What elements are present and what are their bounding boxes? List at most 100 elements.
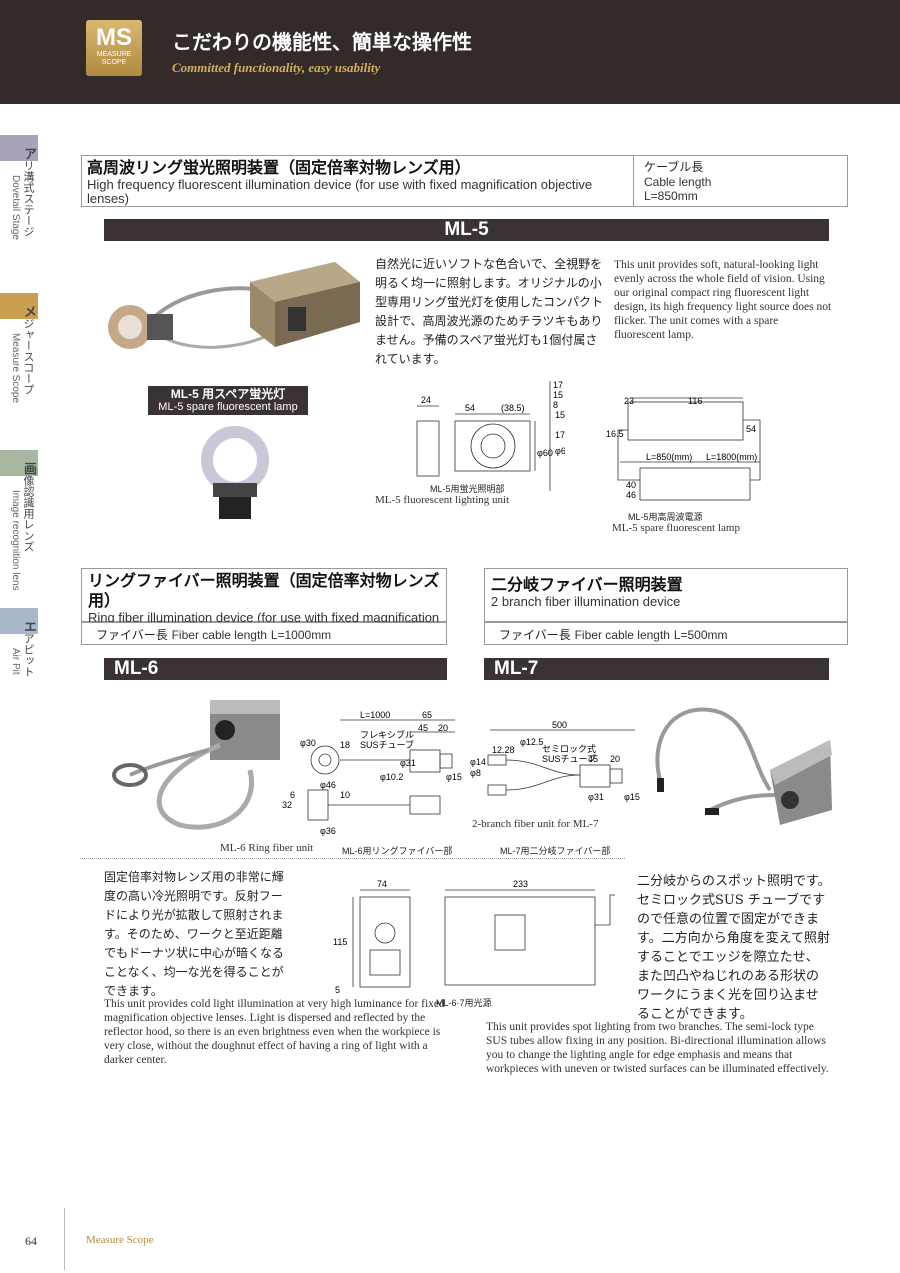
sidebar-tab-color xyxy=(0,293,38,319)
ml7-unit-caption: 2-branch fiber unit for ML-7 xyxy=(472,818,599,830)
ml6-dim-d30: φ30 xyxy=(300,738,316,748)
ml6-photo-caption: ML-6 Ring fiber unit xyxy=(220,842,314,854)
sidebar-label-jp: ジャースコープ xyxy=(22,318,35,395)
ml6-dim-l1000: L=1000 xyxy=(360,710,390,720)
ml7-dim-12-28: 12.28 xyxy=(492,745,515,755)
spare-lamp-photo xyxy=(201,426,269,519)
ml6-dim-6: 6 xyxy=(290,790,295,800)
ml5-dim-54b: 54 xyxy=(746,424,756,434)
footer-divider xyxy=(64,1208,65,1270)
ml6-cable-en: Fiber cable length xyxy=(171,628,267,642)
ml7-dim-500: 500 xyxy=(552,720,567,730)
logo-sub-2: SCOPE xyxy=(101,59,127,66)
ml5-spare-jp: ML-5 用スペア蛍光灯 xyxy=(170,387,286,401)
ml7-fiber-caption: ML-7用二分岐ファイバー部 xyxy=(500,846,611,856)
ml6-title-box: リングファイバー照明装置（固定倍率対物レンズ用） Ring fiber illu… xyxy=(81,568,447,639)
ml6-dim-d31: φ31 xyxy=(400,758,416,768)
source-dim-5: 5 xyxy=(335,985,340,995)
ml6-description-jp: 固定倍率対物レンズ用の非常に輝度の高い冷光照明です。反射フードにより光が拡散して… xyxy=(104,870,285,998)
logo-sub-1: MEASURE xyxy=(96,51,132,58)
sidebar-tab-color xyxy=(0,450,38,476)
ml5-product-photo xyxy=(108,262,360,349)
ml7-dim-45: 45 xyxy=(588,754,598,764)
ml5-power-caption-en: ML-5 spare fluorescent lamp xyxy=(612,522,740,534)
ml6-product-photo xyxy=(112,700,280,830)
source-dim-233: 233 xyxy=(513,879,528,889)
ml6-cable-jp: ファイバー長 xyxy=(96,628,168,642)
ml5-dim-17b: 17 xyxy=(555,430,565,440)
ml5-dim-46: 46 xyxy=(626,490,636,500)
ml7-cable-value: L=500mm xyxy=(673,628,728,642)
ml6-dim-d10-2: φ10.2 xyxy=(380,772,403,782)
ml5-power-supply-drawing: 23 116 16.5 54 L=850(mm) L=1800(mm) 40 4… xyxy=(606,396,761,501)
sidebar-initial: エ xyxy=(21,620,36,633)
ml6-dim-20: 20 xyxy=(438,723,448,733)
sidebar-label-en: Air Pit xyxy=(10,648,21,675)
ml7-title-box: 二分岐ファイバー照明装置 2 branch fiber illumination… xyxy=(484,568,848,622)
sidebar-tab-measure-scope[interactable]: メジャースコープ Measure Scope xyxy=(0,293,38,423)
source-dim-74: 74 xyxy=(377,879,387,889)
ml5-model-bar: ML-5 xyxy=(104,219,829,241)
ml5-power-caption-jp: ML-5用高周波電源 xyxy=(628,512,703,522)
sidebar-initial: メ xyxy=(21,305,36,318)
sidebar-tab-dovetail-stage[interactable]: アリ溝式ステージ Dovetail Stage xyxy=(0,135,38,255)
ml6-dim-18: 18 xyxy=(340,740,350,750)
ml7-dim-d8: φ8 xyxy=(470,768,481,778)
sidebar-label-en: Measure Scope xyxy=(10,333,21,404)
ml6-description-en: This unit provides cold light illuminati… xyxy=(104,998,445,1066)
ml5-dim-40: 40 xyxy=(626,480,636,490)
ml7-cable-jp: ファイバー長 xyxy=(499,628,571,642)
ml6-cable-box: ファイバー長 Fiber cable length L=1000mm xyxy=(81,622,447,645)
ml5-title-jp: 高周波リング蛍光照明装置（固定倍率対物レンズ用） xyxy=(87,158,471,177)
ml7-dim-d31: φ31 xyxy=(588,792,604,802)
ml5-unit-caption-en: ML-5 fluorescent lighting unit xyxy=(375,494,510,506)
ml5-description-en: This unit provides soft, natural-looking… xyxy=(614,259,832,341)
ml5-dim-l1800: L=1800(mm) xyxy=(706,452,757,462)
light-source-caption: ML-6·7用光源 xyxy=(436,998,492,1008)
ml7-dim-d12-5: φ12.5 xyxy=(520,737,543,747)
ml7-product-photo xyxy=(655,707,832,825)
ml6-cable-value: L=1000mm xyxy=(270,628,332,642)
logo-main: MS xyxy=(96,24,132,51)
ml6-model-bar: ML-6 xyxy=(104,658,447,680)
ml7-dim-d14: φ14 xyxy=(470,757,486,767)
ml7-fiber-drawing: 500 12.28 φ12.5 セミロック式 SUSチューブ φ14 φ8 45… xyxy=(470,720,640,802)
ml6-ring-fiber-drawing: L=1000 65 45 20 フレキシブル SUSチューブ φ30 18 φ3… xyxy=(282,710,462,836)
page-header xyxy=(0,0,900,104)
sidebar-tab-air-pit[interactable]: エアピット Air Pit xyxy=(0,608,38,688)
ml5-lighting-unit-drawing: 24 54 (38.5) φ60 17 15 8 15 17 φ6 xyxy=(416,380,565,491)
section-divider xyxy=(80,858,625,859)
sidebar-label-en: Image recognition lens xyxy=(10,490,21,591)
ml6-label-sus: SUSチューブ xyxy=(360,739,414,750)
ml5-cable-value: L=850mm xyxy=(644,189,698,203)
sidebar-initial: ア xyxy=(21,147,36,160)
ml7-description-en: This unit provides spot lighting from tw… xyxy=(486,1021,829,1075)
ml5-dim-54: 54 xyxy=(465,403,475,413)
ml7-label-sus: SUSチューブ xyxy=(542,753,596,764)
light-source-drawing: 74 233 115 5 xyxy=(333,879,615,995)
sidebar-tab-color xyxy=(0,608,38,634)
ml7-model-bar: ML-7 xyxy=(484,658,829,680)
ml7-title-en: 2 branch fiber illumination device xyxy=(491,594,681,609)
ml6-dim-d36: φ36 xyxy=(320,826,336,836)
ml5-dim-23: 23 xyxy=(624,396,634,406)
ml6-dim-45: 45 xyxy=(418,723,428,733)
ml5-title-en: High frequency fluorescent illumination … xyxy=(87,177,593,206)
ml5-description-jp: 自然光に近いソフトな色合いで、全視野を明るく均一に照射します。オリジナルの小型専… xyxy=(375,257,604,366)
ml5-dim-17a: 17 xyxy=(553,380,563,390)
ml5-cable-jp: ケーブル長 xyxy=(644,160,704,174)
page-number: 64 xyxy=(25,1234,37,1248)
sidebar-tab-image-recognition-lens[interactable]: 画像認識用レンズ Image recognition lens xyxy=(0,450,38,600)
sidebar-label-jp: 像認識用レンズ xyxy=(22,475,35,552)
ml7-dim-d15: φ15 xyxy=(624,792,640,802)
ml5-unit-caption-jp: ML-5用蛍光照明部 xyxy=(430,484,505,494)
sidebar-label-jp: リ溝式ステージ xyxy=(22,160,35,237)
ml5-dim-24: 24 xyxy=(421,395,431,405)
ml5-dim-l850: L=850(mm) xyxy=(646,452,692,462)
ml6-dim-d15: φ15 xyxy=(446,772,462,782)
sidebar-tab-color xyxy=(0,135,38,161)
ml5-dim-15b: 15 xyxy=(555,410,565,420)
ml5-dim-38-5: (38.5) xyxy=(501,403,525,413)
ml7-description-jp: 二分岐からのスポット照明です。セミロック式SUS チューブですので任意の位置で固… xyxy=(637,874,831,1022)
ml5-title-box: 高周波リング蛍光照明装置（固定倍率対物レンズ用） High frequency … xyxy=(81,155,634,207)
